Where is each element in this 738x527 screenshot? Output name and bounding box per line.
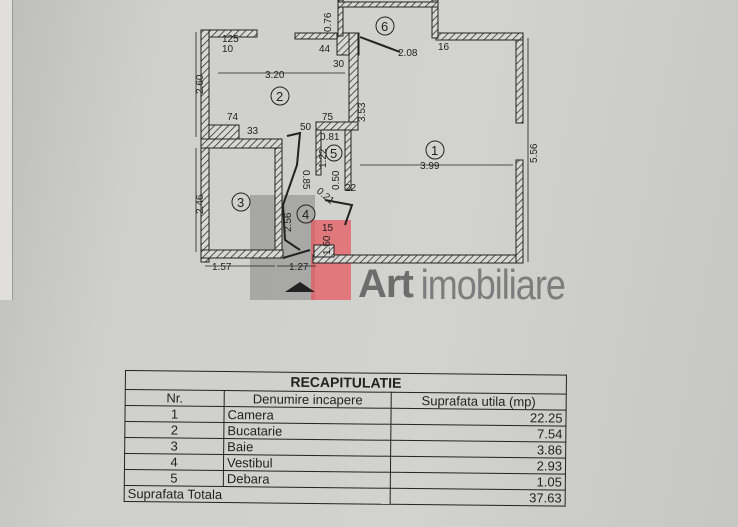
dim-label: 74: [227, 112, 239, 123]
dim-label: 0.85: [300, 170, 311, 190]
cell-name: Vestibul: [223, 454, 391, 473]
dim-label: 16: [438, 42, 450, 53]
cell-name: Baie: [223, 438, 391, 457]
dim-label: 30: [333, 59, 345, 70]
dim-label: 125: [222, 34, 239, 45]
dim-label: 5.56: [529, 143, 540, 163]
dim-label: 75: [322, 112, 334, 123]
dim-label: 0.50: [331, 170, 342, 190]
cell-nr: 4: [124, 453, 224, 471]
recap-table: RECAPITULATIE Nr. Denumire incapere Supr…: [124, 370, 567, 507]
dim-label: 1.22: [318, 148, 329, 168]
watermark-suffix: imobiliare: [420, 260, 566, 308]
dim-label: 50: [300, 122, 312, 133]
dim-label: 3.53: [357, 102, 368, 122]
dim-label: 1.27: [289, 262, 309, 273]
dim-label: 3.20: [265, 70, 285, 81]
cell-nr: 1: [124, 405, 225, 423]
cell-name: Bucatarie: [223, 422, 391, 441]
total-value: 37.63: [390, 488, 566, 507]
header-name: Denumire incapere: [224, 390, 392, 409]
cell-nr: 5: [124, 469, 224, 487]
dimension-lines: [195, 32, 529, 267]
cell-area: 22.25: [390, 408, 567, 427]
floor-plan: 1 2 3 4 5 6 2.08 16 125 10 44 30 3.20 74…: [195, 0, 540, 300]
cell-area: 2.93: [390, 456, 566, 475]
dim-label: 2.56: [283, 212, 294, 232]
dim-label: 44: [319, 44, 331, 55]
room-2-label: 2: [276, 89, 283, 104]
header-nr: Nr.: [125, 389, 225, 407]
dim-label: 1.57: [212, 262, 232, 273]
cell-area: 7.54: [390, 424, 566, 443]
room-4-label: 4: [302, 207, 309, 222]
adjacent-page-edge: [0, 0, 13, 300]
watermark-arrow-icon: [285, 282, 315, 292]
dim-label: 0.81: [320, 132, 340, 143]
dim-label: 0.76: [323, 12, 334, 32]
dim-label: 33: [247, 126, 259, 137]
dim-label: 22: [345, 183, 357, 194]
dim-label: 2.46: [195, 194, 206, 214]
cell-name: Camera: [223, 406, 392, 425]
cell-name: Debara: [223, 470, 391, 489]
doors: [281, 36, 401, 259]
room-5-label: 5: [330, 146, 337, 161]
watermark-brand: Art: [358, 262, 414, 306]
dimension-labels: 2.08 16 125 10 44 30 3.20 74 75 33 50 0.…: [195, 12, 540, 273]
room-1-label: 1: [431, 143, 438, 158]
cell-nr: 2: [124, 421, 224, 439]
dim-label: 1.50: [322, 235, 333, 255]
total-label: Suprafata Totala: [124, 485, 391, 505]
dim-label: 15: [322, 223, 334, 234]
dim-label: 2.60: [195, 74, 206, 94]
room-3-label: 3: [237, 195, 244, 210]
dim-label: 3.99: [420, 161, 440, 172]
dim-label: 2.08: [398, 48, 418, 59]
dim-label: 10: [222, 44, 234, 55]
cell-area: 1.05: [390, 472, 566, 491]
walls: [200, 0, 524, 264]
cell-area: 3.86: [390, 440, 566, 459]
cell-nr: 3: [124, 437, 224, 455]
header-area: Suprafata utila (mp): [391, 392, 567, 411]
room-6-label: 6: [381, 19, 388, 34]
